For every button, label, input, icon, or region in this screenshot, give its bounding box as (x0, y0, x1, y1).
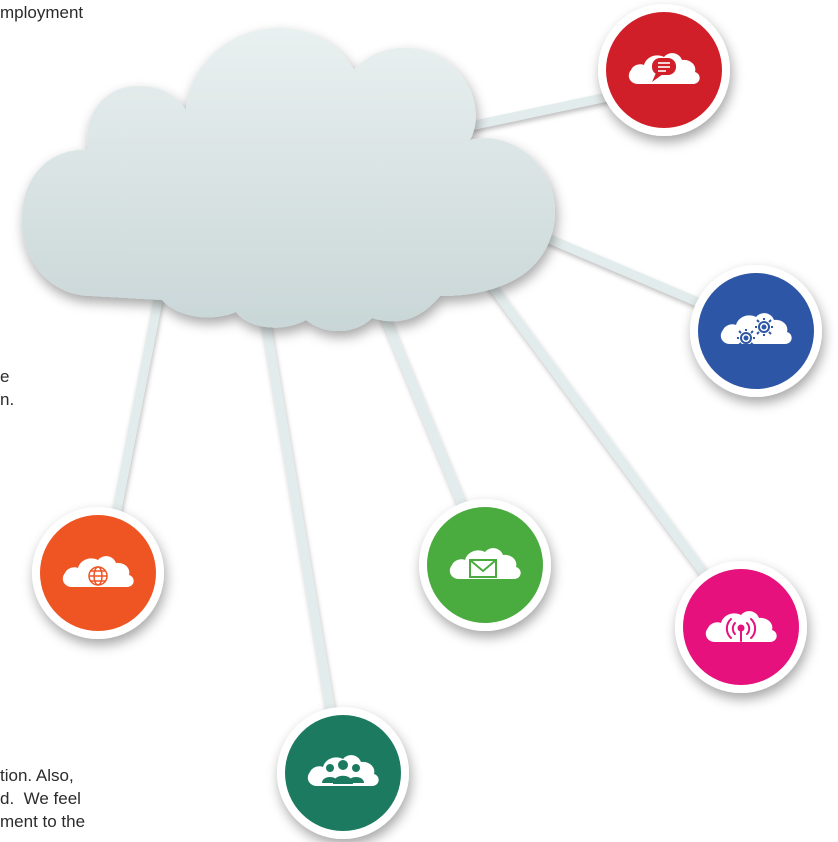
node-wifi[interactable] (675, 561, 807, 693)
text-fragment-bottom-2: d. We feel (0, 789, 81, 808)
node-people[interactable] (277, 707, 409, 839)
gears-icon (737, 318, 773, 347)
envelope-icon (469, 559, 497, 578)
text-fragment-bottom-3: ment to the (0, 812, 86, 831)
chat-bubble-icon (652, 58, 676, 82)
node-envelope[interactable] (419, 499, 551, 631)
people-group-icon (322, 760, 364, 784)
node-chat[interactable] (598, 4, 730, 136)
text-fragment-top: mployment (0, 3, 84, 22)
connector-line-wifi (475, 265, 738, 617)
text-fragment-mid-1: e (0, 367, 10, 386)
wifi-signal-icon (725, 618, 757, 642)
main-cloud (21, 28, 556, 332)
node-gears[interactable] (690, 265, 822, 397)
text-fragment-mid-2: n. (0, 390, 15, 409)
globe-icon (88, 566, 108, 586)
node-globe[interactable] (32, 507, 164, 639)
text-fragment-bottom-1: tion. Also, (0, 766, 74, 785)
connector-line-people (257, 295, 345, 773)
